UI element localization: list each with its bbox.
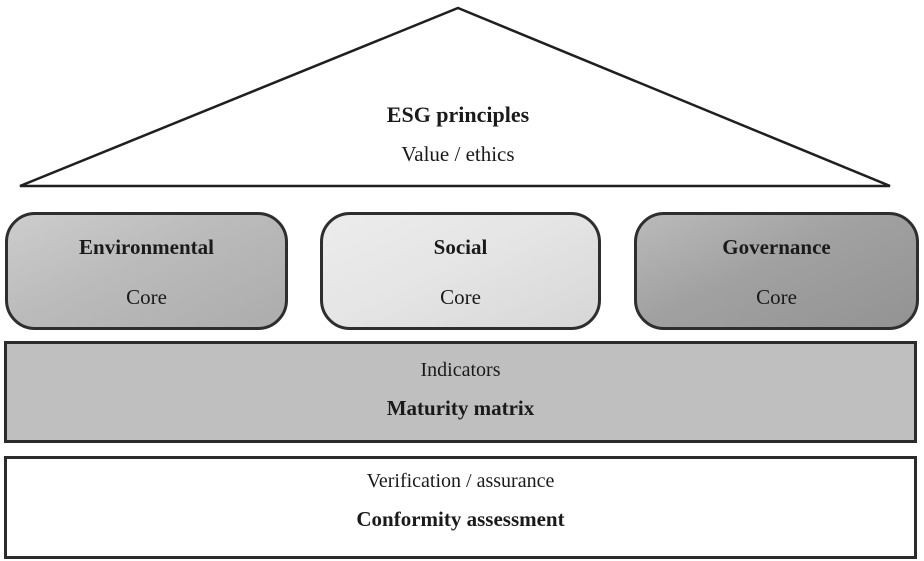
assessment-bar-label-verification: Verification / assurance: [366, 470, 555, 492]
pillar-environmental: Environmental Core: [5, 212, 288, 330]
maturity-bar-label-maturity-matrix: Maturity matrix: [386, 396, 535, 420]
pillar-environmental-title: Environmental: [79, 235, 214, 259]
pillar-governance: Governance Core: [634, 212, 919, 330]
pyramid-title: ESG principles: [386, 102, 530, 127]
pillar-social-title: Social: [433, 235, 488, 259]
pillar-governance-title: Governance: [722, 235, 831, 259]
pillar-governance-subtitle: Core: [756, 285, 797, 309]
pyramid-subtitle: Value / ethics: [401, 142, 515, 166]
pillar-environmental-subtitle: Core: [126, 285, 167, 309]
pillar-social-subtitle: Core: [440, 285, 481, 309]
maturity-bar-label-indicators: Indicators: [420, 359, 501, 381]
pyramid-outline: [19, 6, 891, 188]
maturity-matrix-bar: Indicators Maturity matrix: [4, 341, 917, 443]
pillar-social: Social Core: [320, 212, 601, 330]
pyramid-triangle: [19, 6, 891, 188]
assessment-bar-label-conformity: Conformity assessment: [356, 507, 565, 531]
conformity-assessment-bar: Verification / assurance Conformity asse…: [4, 456, 917, 559]
